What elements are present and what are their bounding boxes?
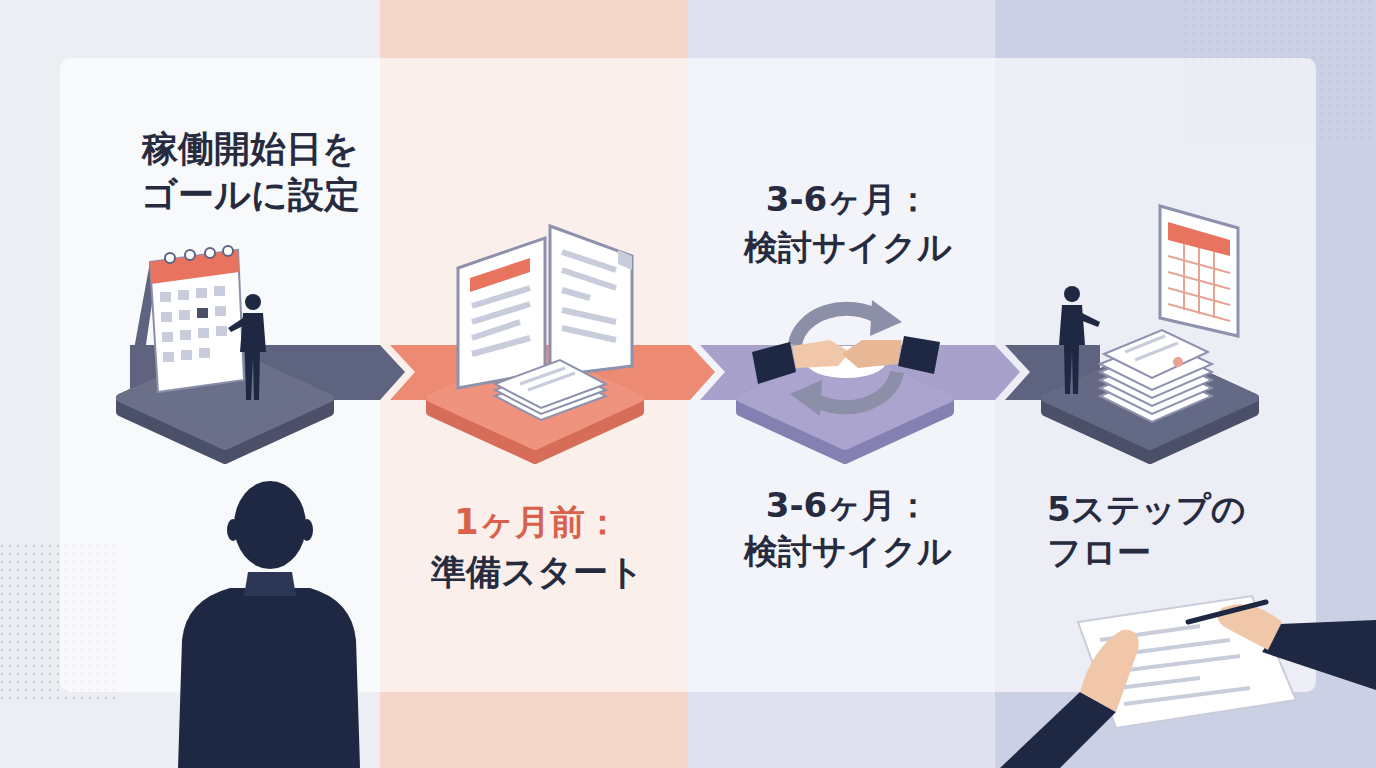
stage-label: 検討サイクル (708, 226, 988, 269)
stage-band: 1ヶ月前： 準備スタート (380, 0, 688, 768)
stage-label: 準備スタート (397, 550, 677, 594)
stage-label: 3-6ヶ月： (708, 178, 988, 221)
document-icon (458, 226, 632, 420)
stage-label: 検討サイクル (708, 530, 988, 573)
person-figure (178, 481, 360, 768)
stage-label: 3-6ヶ月： (708, 484, 988, 527)
writing-hands (1000, 596, 1376, 768)
stage-band: 3-6ヶ月：検討サイクル3-6ヶ月：検討サイクル (688, 0, 995, 768)
stage-label: 稼働開始日を ゴールに設定 (100, 126, 400, 217)
stage-band: 5ステップの フロー (995, 0, 1376, 768)
stage-label: 5ステップの フロー (1047, 488, 1283, 574)
cycle-icon (752, 300, 940, 416)
person-figure (1059, 286, 1100, 394)
person-figure (228, 294, 266, 400)
calendar-icon (132, 246, 244, 392)
stage-label: 1ヶ月前： (397, 500, 677, 544)
stage-band: 稼働開始日を ゴールに設定 (0, 0, 380, 768)
spreadsheet-icon (1100, 206, 1238, 422)
stage-platform (120, 350, 1255, 460)
